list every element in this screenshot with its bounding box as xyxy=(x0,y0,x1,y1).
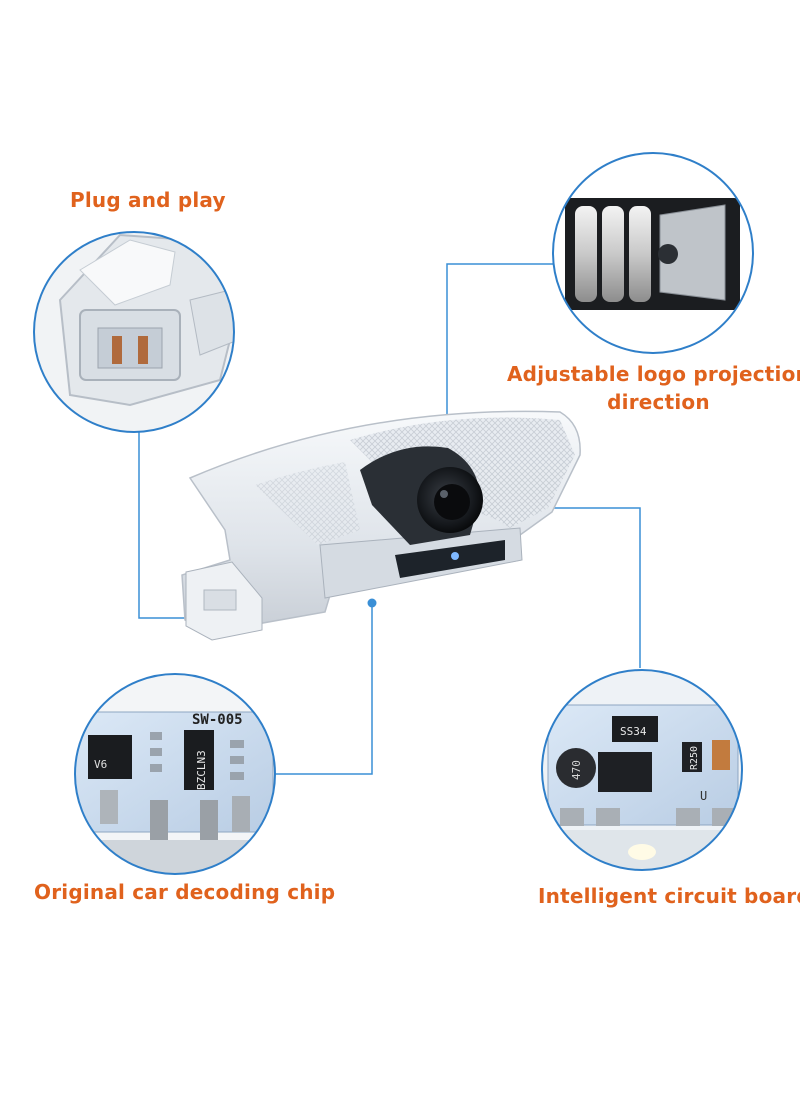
closeup-lens-border xyxy=(552,152,754,354)
label-adjustable-line1: Adjustable logo projection xyxy=(507,362,800,386)
callout-line-board xyxy=(513,507,641,668)
board-ic-text: SS34 xyxy=(620,725,647,738)
label-adjustable-line2: direction xyxy=(607,390,710,414)
callout-line-chip xyxy=(276,603,373,775)
callout-line-lens xyxy=(446,263,555,455)
callout-dot-chip xyxy=(367,598,377,608)
board-inductor-text: 470 xyxy=(570,760,583,780)
closeup-plug xyxy=(34,232,234,432)
closeup-plug-border xyxy=(33,231,235,433)
chip-small-text: V6 xyxy=(94,758,107,771)
label-adjustable-projection: Adjustable logo projection direction xyxy=(507,360,800,416)
board-resistor-text: R250 xyxy=(689,746,700,770)
closeup-board-border xyxy=(541,669,743,871)
chip-model-text: SW-005 xyxy=(192,712,243,728)
chip-ic-text: BZCLN3 xyxy=(195,750,208,790)
closeup-board: SS34 R250 470 U xyxy=(542,670,742,870)
projector-light-unit xyxy=(181,410,581,641)
label-plug-and-play: Plug and play xyxy=(70,188,226,212)
closeup-chip-border xyxy=(74,673,276,875)
closeup-lens xyxy=(553,153,753,353)
label-decoding-chip: Original car decoding chip xyxy=(34,880,336,904)
board-marker-text: U xyxy=(700,789,707,803)
label-circuit-board: Intelligent circuit board xyxy=(538,884,800,908)
closeup-chip: SW-005 BZCLN3 V6 xyxy=(75,674,275,874)
